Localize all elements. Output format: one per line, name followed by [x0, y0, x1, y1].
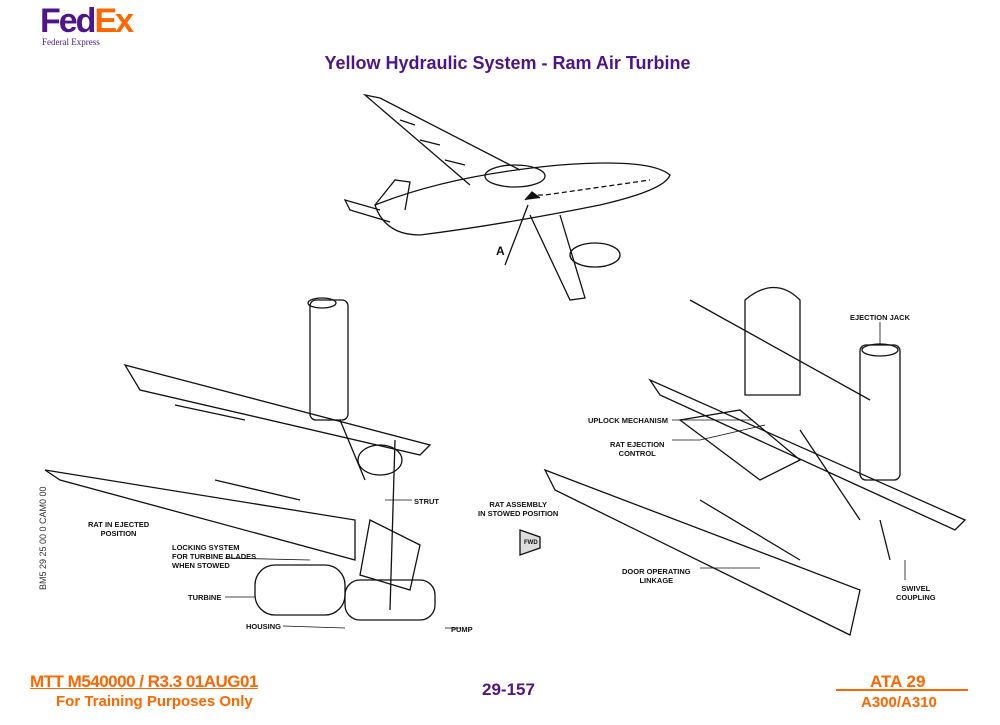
training-note: For Training Purposes Only	[56, 693, 253, 710]
page-number: 29-157	[482, 680, 535, 699]
label-fwd: FWD	[524, 540, 538, 546]
label-housing: HOUSING	[246, 622, 282, 631]
callout-a: A	[496, 244, 505, 258]
label-door-linkage: DOOR OPERATING LINKAGE	[622, 567, 691, 585]
label-rat-ejected: RAT IN EJECTED POSITION	[88, 520, 150, 538]
page-title: Yellow Hydraulic System - Ram Air Turbin…	[324, 53, 691, 73]
fwd-arrow-icon	[519, 529, 541, 556]
label-ejection-jack: EJECTION JACK	[850, 313, 911, 322]
logo-fed: Fed	[40, 2, 96, 40]
ata-divider	[836, 689, 968, 691]
label-rat-ejection-control: RAT EJECTION CONTROL	[610, 440, 665, 458]
logo-ex: Ex	[94, 2, 134, 40]
label-uplock: UPLOCK MECHANISM	[588, 416, 668, 425]
label-rat-stowed: RAT ASSEMBLY IN STOWED POSITION	[478, 500, 559, 518]
label-locking-system: LOCKING SYSTEM FOR TURBINE BLADES WHEN S…	[172, 543, 257, 570]
aircraft-model: A300/A310	[861, 694, 937, 711]
label-swivel-coupling: SWIVEL COUPLING	[896, 584, 936, 602]
doc-reference: MTT M540000 / R3.3 01AUG01	[30, 672, 258, 691]
figure-reference: BM5 29 25 00 0 CAM0 00	[38, 486, 48, 590]
logo-subtitle: Federal Express	[42, 37, 100, 47]
fedex-logo: FedEx Federal Express	[40, 2, 134, 47]
aircraft-drawing	[343, 93, 671, 301]
label-strut: STRUT	[414, 497, 439, 506]
left-rat-drawing	[44, 297, 436, 621]
right-rat-drawing	[543, 287, 967, 636]
ata-chapter: ATA 29	[870, 672, 926, 691]
label-turbine: TURBINE	[188, 593, 222, 602]
leader-lines	[224, 322, 906, 629]
label-pump: PUMP	[451, 625, 473, 634]
